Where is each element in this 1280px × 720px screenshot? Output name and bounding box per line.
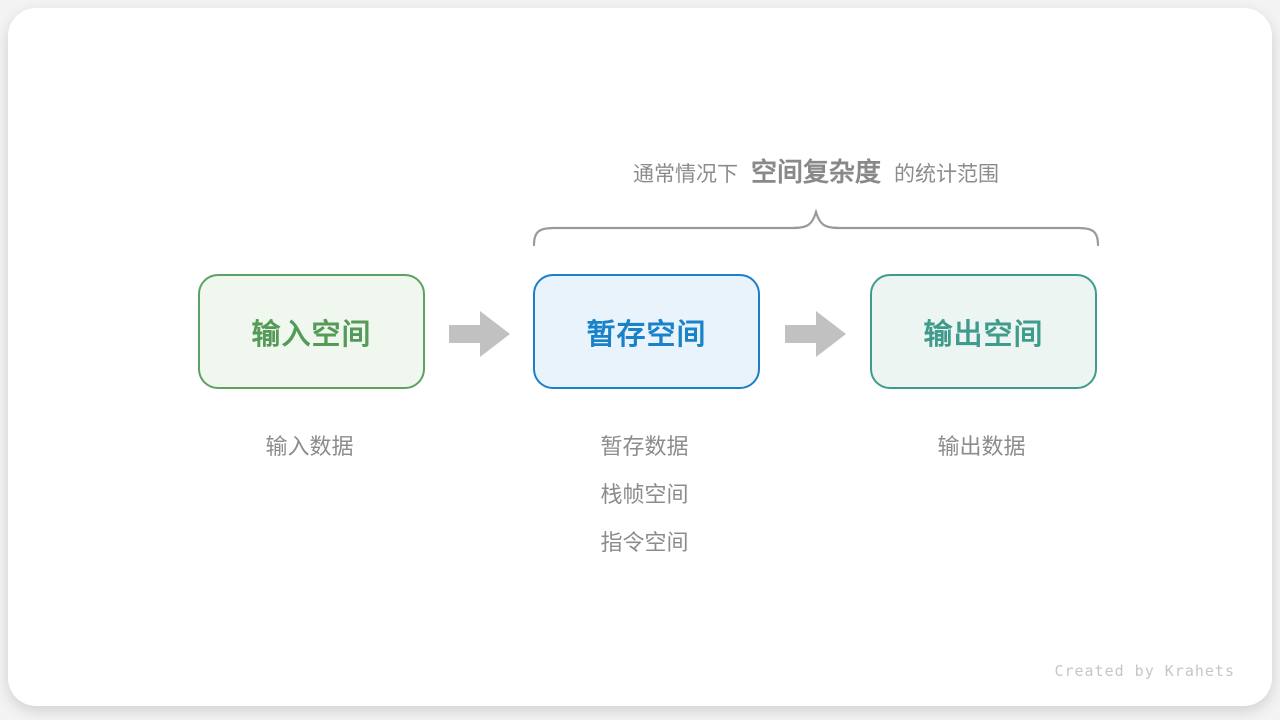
arrow-right-icon [785, 311, 846, 357]
note-temp-data: 暂存数据 [600, 434, 689, 459]
note-stack-frame-space: 栈帧空间 [600, 482, 689, 507]
caption-suffix: 的统计范围 [894, 163, 999, 186]
box-temp-space-label: 暂存空间 [586, 318, 707, 351]
note-output-data: 输出数据 [937, 434, 1026, 459]
output-space-notes: 输出数据 [868, 435, 1095, 458]
box-input-space-label: 输入空间 [251, 318, 372, 351]
credit-text: Created by Krahets [1054, 662, 1235, 680]
box-output-space-label: 输出空间 [923, 318, 1044, 351]
caption: 通常情况下 空间复杂度 的统计范围 [533, 152, 1099, 189]
diagram-card: 通常情况下 空间复杂度 的统计范围 输入空间 暂存空间 输出空间 输入数据 暂存… [8, 8, 1272, 706]
note-instruction-space: 指令空间 [600, 530, 689, 555]
input-space-notes: 输入数据 [196, 435, 423, 458]
brace-icon [532, 209, 1100, 247]
arrow-right-icon [449, 311, 510, 357]
note-input-data: 输入数据 [265, 434, 354, 459]
box-input-space: 输入空间 [198, 274, 425, 389]
box-output-space: 输出空间 [870, 274, 1097, 389]
caption-highlight: 空间复杂度 [750, 157, 881, 187]
caption-prefix: 通常情况下 [632, 163, 738, 186]
box-temp-space: 暂存空间 [533, 274, 760, 389]
temp-space-notes: 暂存数据 栈帧空间 指令空间 [531, 435, 758, 554]
